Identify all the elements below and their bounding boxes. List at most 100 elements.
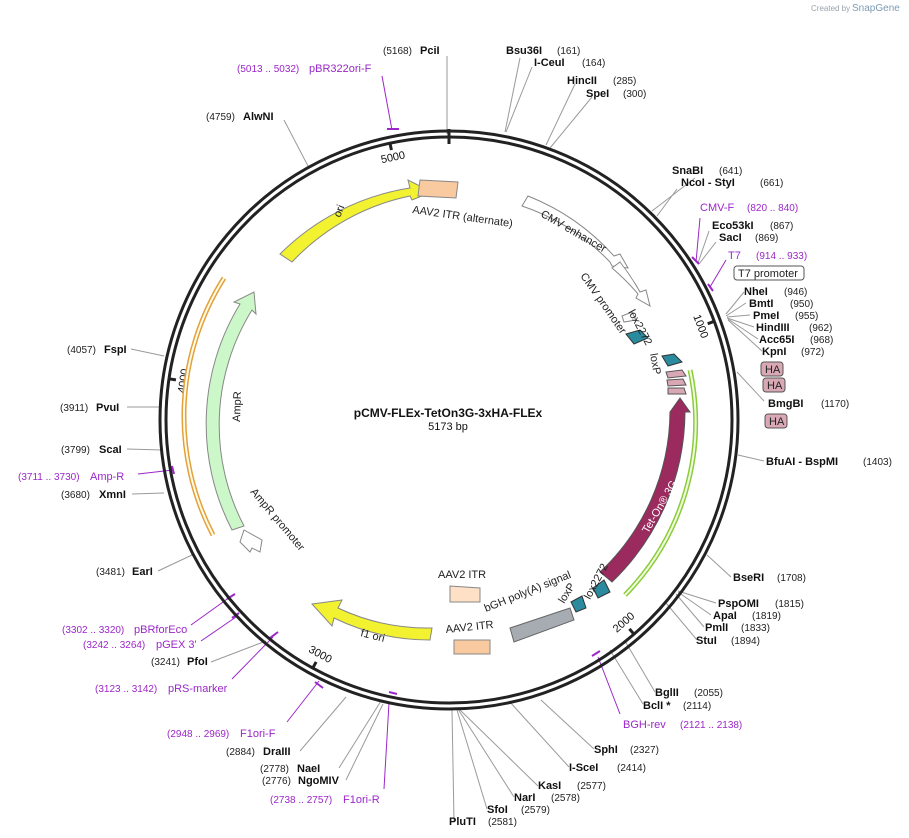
leader-alwni <box>283 119 309 167</box>
leader-kasi <box>458 708 539 787</box>
site-pos: (300) <box>623 89 646 100</box>
site-name: Acc65I <box>759 334 794 346</box>
leader-iceui <box>505 66 533 133</box>
primer-name: pGEX 3' <box>156 639 197 651</box>
site-pos: (972) <box>801 347 824 358</box>
leader-fspi <box>130 348 165 357</box>
loxp-feature <box>661 353 683 367</box>
site-name: HindIII <box>756 322 790 334</box>
primer-range: (3242 .. 3264) <box>83 640 145 651</box>
ha-tag-1 <box>665 369 687 379</box>
site-name: PluTI <box>449 816 476 828</box>
site-name: PmeI <box>753 310 779 322</box>
tick-mark <box>311 661 318 669</box>
site-pos: (2055) <box>694 688 723 699</box>
cmv-promoter-label: CMV promoter <box>578 271 629 337</box>
tick-mark <box>707 319 715 326</box>
cmv-promoter-feature <box>611 261 651 308</box>
tick-label: 5000 <box>380 149 406 166</box>
lox-small-feature <box>621 311 637 323</box>
leader-ncoi <box>656 188 678 217</box>
lox2272-lower-feature <box>592 579 611 599</box>
site-name: PmlI <box>705 622 728 634</box>
plasmid-name: pCMV-FLEx-TetOn3G-3xHA-FLEx <box>354 406 543 420</box>
site-name: KasI <box>538 780 561 792</box>
site-name: XmnI <box>99 489 126 501</box>
leader-bmgbi <box>736 371 765 402</box>
site-pos: (2577) <box>577 781 606 792</box>
site-pos: (2579) <box>521 805 550 816</box>
site-name: EarI <box>132 566 153 578</box>
primer-name: BGH-rev <box>623 719 666 731</box>
site-name: DraIII <box>263 746 291 758</box>
leader-bglii <box>624 640 656 693</box>
tick-label: 3000 <box>306 644 333 666</box>
site-pos: (2114) <box>683 701 711 712</box>
primer-name: F1ori-F <box>240 728 276 740</box>
ha-box-3 <box>764 413 788 429</box>
leader-bfuai <box>737 454 765 462</box>
site-name: BmtI <box>749 298 773 310</box>
site-pos: (2776) <box>262 776 291 787</box>
site-name: Eco53kI <box>712 220 754 232</box>
leader-nhei <box>725 291 745 315</box>
site-leader-lines <box>126 56 765 822</box>
site-pos: (962) <box>809 323 832 334</box>
leader-pmei <box>726 314 751 318</box>
primer-name: CMV-F <box>700 202 735 214</box>
ampr-label: AmpR <box>231 391 244 422</box>
tick-label: 1000 <box>690 313 710 340</box>
leader-apai <box>677 591 712 616</box>
site-pos: (1833) <box>741 623 770 634</box>
leader-bmti <box>725 302 747 317</box>
boxed-labels: T7 promoter HA HA HA <box>733 265 805 429</box>
site-name: BclI * <box>643 700 671 712</box>
site-name: PspOMI <box>718 598 759 610</box>
site-pos: (2327) <box>630 745 659 756</box>
ori-label: ori <box>332 203 348 219</box>
primer-labels: (5013 .. 5032) pBR322ori-F CMV-F (820 ..… <box>18 63 807 806</box>
f1-ori-label: f1 ori <box>359 627 386 645</box>
leader-ngomiv <box>345 703 384 781</box>
primer-name: pRS-marker <box>168 683 228 695</box>
ampr-promoter-feature <box>239 529 263 553</box>
site-name: KpnI <box>762 346 786 358</box>
created-by-text: Created by <box>811 4 850 13</box>
site-pos: (661) <box>760 178 783 189</box>
site-pos: (5168) <box>383 46 412 57</box>
site-pos: (4759) <box>206 112 235 123</box>
site-name: PciI <box>420 45 440 57</box>
ha-box-3-label: HA <box>769 416 785 428</box>
bgh-label: bGH poly(A) signal <box>483 569 573 615</box>
primer-name: Amp-R <box>90 471 124 483</box>
leader-spei <box>549 96 593 149</box>
primer-range: (3711 .. 3730) <box>18 472 80 483</box>
site-pos: (2578) <box>551 793 580 804</box>
site-name: FspI <box>104 344 127 356</box>
site-pos: (3680) <box>61 490 90 501</box>
site-pos: (641) <box>719 166 742 177</box>
site-pos: (1170) <box>821 399 849 410</box>
ori-feature <box>279 179 434 263</box>
primer-range: (3302 .. 3320) <box>62 625 124 636</box>
tick-mark <box>628 627 636 636</box>
site-name: SnaBI <box>672 165 703 177</box>
leader-hincii <box>545 83 576 146</box>
site-pos: (3799) <box>61 445 90 456</box>
teton-3g-feature <box>599 397 691 583</box>
features <box>205 179 691 655</box>
site-pos: (3911) <box>60 403 88 414</box>
leader-xmni <box>131 492 165 495</box>
leader-eari <box>157 554 193 572</box>
primer-range: (2948 .. 2969) <box>167 729 229 740</box>
site-pos: (164) <box>582 58 605 69</box>
site-pos: (2884) <box>226 747 255 758</box>
site-name: SfoI <box>487 804 508 816</box>
site-pos: (946) <box>784 287 807 298</box>
loxp-label: loxP <box>647 352 663 375</box>
site-pos: (3481) <box>96 567 125 578</box>
site-pos: (1708) <box>777 573 806 584</box>
ha-box-1-label: HA <box>765 364 781 376</box>
site-pos: (867) <box>770 221 793 232</box>
ha-box-2 <box>762 377 786 393</box>
